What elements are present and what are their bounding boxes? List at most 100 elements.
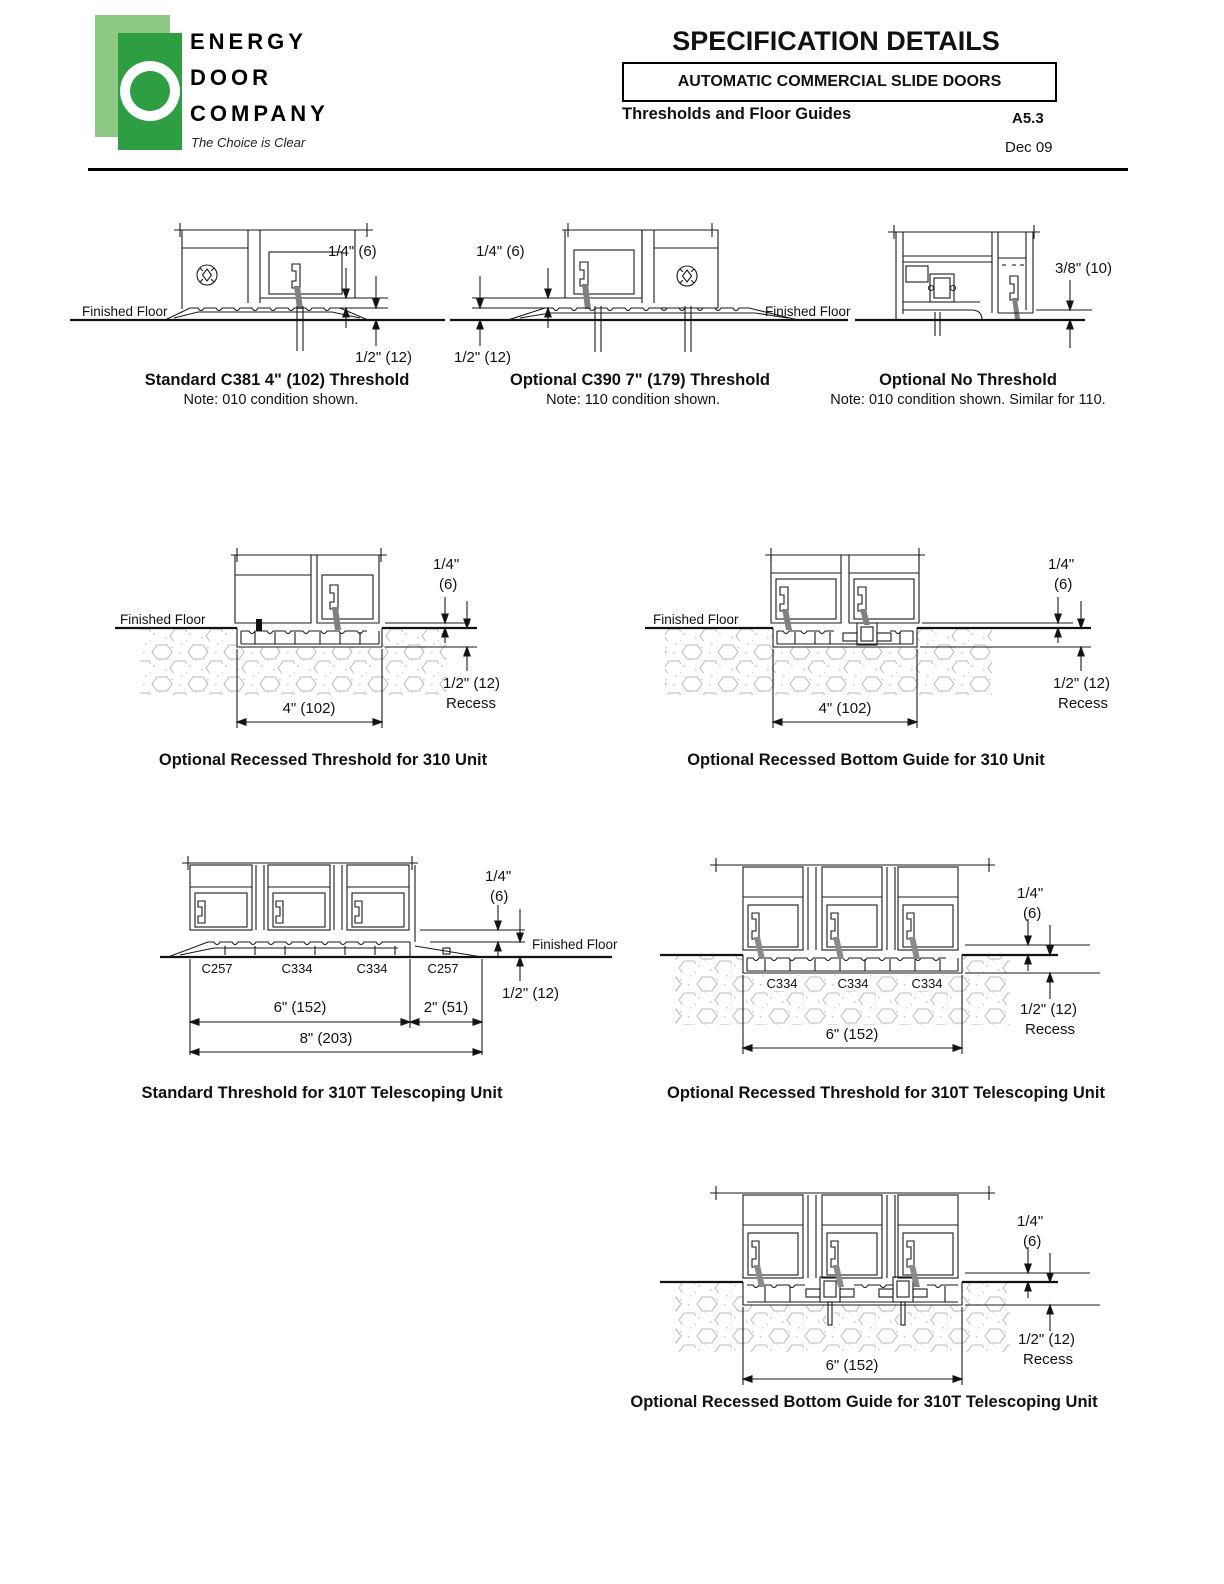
guide-pin <box>332 607 341 630</box>
company-tagline: The Choice is Clear <box>191 135 306 150</box>
caption-standard-310t: Standard Threshold for 310T Telescoping … <box>141 1084 503 1102</box>
company-name-line1: ENERGY <box>190 29 307 54</box>
dim-quarter-rg310t-l1: 1/4" <box>1017 1213 1044 1230</box>
part-label: C334 <box>908 976 946 991</box>
recessed-310-drawing <box>115 548 477 728</box>
bottom-guide-bracket <box>291 263 301 289</box>
guide-pin-anchor <box>900 1301 906 1326</box>
sheet-date: Dec 09 <box>1005 139 1053 156</box>
dim-quarter-rg310-l2: (6) <box>1054 576 1073 593</box>
company-name-line3: COMPANY <box>190 101 329 126</box>
dim-width6-rg310t: 6" (152) <box>825 1357 879 1374</box>
dim-quarter-rg310-l1: 1/4" <box>1048 556 1075 573</box>
recess-outline <box>742 955 963 974</box>
standard-310t-drawing <box>160 856 612 1056</box>
category-box: AUTOMATIC COMMERCIAL SLIDE DOORS <box>622 62 1057 102</box>
dim-recess-rg310-l1: 1/2" (12) <box>1053 675 1111 692</box>
dim-recess-rg310t-l1: 1/2" (12) <box>1018 1331 1076 1348</box>
bottom-guide-bracket <box>779 586 789 612</box>
recessed-guide-310-drawing <box>645 548 1091 728</box>
concrete-hatch <box>140 628 447 695</box>
caption-no-threshold: Optional No Threshold <box>879 371 1057 389</box>
dim-width6-r310t: 6" (152) <box>825 1026 879 1043</box>
diagram-recessed-310t: C334 C334 C334 1/4" (6) 1/2" (12) Recess… <box>660 845 1120 1060</box>
dim-quarter-r310-l1: 1/4" <box>433 556 460 573</box>
bottom-guide-bracket <box>1009 275 1019 301</box>
diagram-standard-310t: C257 C334 C334 C257 1/4" (6) Finished Fl… <box>130 845 650 1070</box>
dim-recess-r310t-l2: Recess <box>1025 1021 1076 1038</box>
note-c390: Note: 110 condition shown. <box>546 392 720 408</box>
floor-label-c390: Finished Floor <box>765 304 851 319</box>
concrete-hatch <box>665 628 992 695</box>
threshold-ramp <box>167 941 410 958</box>
page-title: SPECIFICATION DETAILS <box>672 26 1000 56</box>
part-label: C257 <box>424 961 462 976</box>
dim-quarter-r310-l2: (6) <box>439 576 458 593</box>
part-label: C257 <box>198 961 236 976</box>
section-title: Thresholds and Floor Guides <box>622 105 852 123</box>
category-box-label: AUTOMATIC COMMERCIAL SLIDE DOORS <box>677 73 1002 90</box>
part-label: C334 <box>278 961 316 976</box>
caption-recessed-guide-310t: Optional Recessed Bottom Guide for 310T … <box>630 1393 1098 1411</box>
caption-recessed-310t: Optional Recessed Threshold for 310T Tel… <box>667 1084 1105 1102</box>
guide-block <box>856 622 878 646</box>
dim-quarter-s310t-l1: 1/4" <box>485 868 512 885</box>
no-threshold-drawing <box>855 225 1092 348</box>
recessed-guide-310t-drawing <box>660 1186 1100 1385</box>
recess-outline <box>772 628 918 648</box>
diagram-recessed-guide-310t: 1/4" (6) 1/2" (12) Recess 6" (152) <box>660 1165 1120 1415</box>
dim-half-s310t: 1/2" (12) <box>502 985 560 1002</box>
part-label: C334 <box>834 976 872 991</box>
dim-width-rg310: 4" (102) <box>818 700 872 717</box>
caption-c381: Standard C381 4" (102) Threshold <box>144 371 410 389</box>
dim-recess-rg310-l2: Recess <box>1058 695 1109 712</box>
guide-pin <box>1012 298 1020 319</box>
note-no-threshold: Note: 010 condition shown. Similar for 1… <box>830 392 1106 408</box>
swirl-icon <box>120 61 180 121</box>
screw-icon <box>196 264 218 286</box>
dim-quarter-s310t-l2: (6) <box>490 888 509 905</box>
caption-recessed-guide-310: Optional Recessed Bottom Guide for 310 U… <box>687 751 1045 769</box>
screw-icon <box>676 265 698 287</box>
bottom-guide-bracket <box>579 261 589 287</box>
dim-recess-r310-l2: Recess <box>446 695 497 712</box>
dim-width8-s310t: 8" (203) <box>299 1030 353 1047</box>
guide-pin <box>294 286 303 309</box>
dim-quarter-r310t-l2: (6) <box>1023 905 1042 922</box>
header-rule <box>88 168 1128 171</box>
company-name-line2: DOOR <box>190 65 272 90</box>
recess-outline <box>236 628 383 648</box>
company-name: ENERGY DOOR COMPANY <box>190 24 329 132</box>
note-c381: Note: 010 condition shown. <box>183 392 359 408</box>
ramp-right <box>414 945 483 958</box>
company-logo <box>95 15 182 150</box>
dim-half-c381: 1/2" (12) <box>355 349 413 366</box>
c381-drawing <box>70 223 445 351</box>
diagram-recessed-310: Finished Floor 1/4" (6) 1/2" (12) Recess… <box>115 545 535 740</box>
threshold-profile <box>507 307 799 321</box>
guide-pin <box>860 609 870 625</box>
part-label: C334 <box>353 961 391 976</box>
caption-c390: Optional C390 7" (179) Threshold <box>510 371 770 389</box>
guide-pin <box>582 284 591 309</box>
diagram-c381: Finished Floor 1/4" (6) 1/2" (12) <box>70 218 460 393</box>
dim-recess-r310t-l1: 1/2" (12) <box>1020 1001 1078 1018</box>
threshold-profile <box>164 307 369 321</box>
threshold-plate <box>241 630 367 635</box>
bottom-guide-bracket <box>857 586 867 612</box>
concrete-hatch <box>675 1282 1010 1352</box>
guide-pin-anchor <box>827 1301 833 1326</box>
caption-recessed-310: Optional Recessed Threshold for 310 Unit <box>158 751 488 769</box>
guide-pin <box>782 609 792 630</box>
part-label: C334 <box>763 976 801 991</box>
dim-quarter-c381: 1/4" (6) <box>328 243 377 260</box>
dim-recess-rg310t-l2: Recess <box>1023 1351 1074 1368</box>
floor-label-r310: Finished Floor <box>120 612 206 627</box>
diagram-c390: 1/4" (6) 1/2" (12) Finished Floor <box>450 218 851 393</box>
dim-quarter-rg310t-l2: (6) <box>1023 1233 1042 1250</box>
c390-drawing <box>450 223 848 352</box>
dim-recess-r310-l1: 1/2" (12) <box>443 675 501 692</box>
floor-label-c381: Finished Floor <box>82 304 168 319</box>
diagram-no-threshold: 3/8" (10) <box>840 218 1150 393</box>
